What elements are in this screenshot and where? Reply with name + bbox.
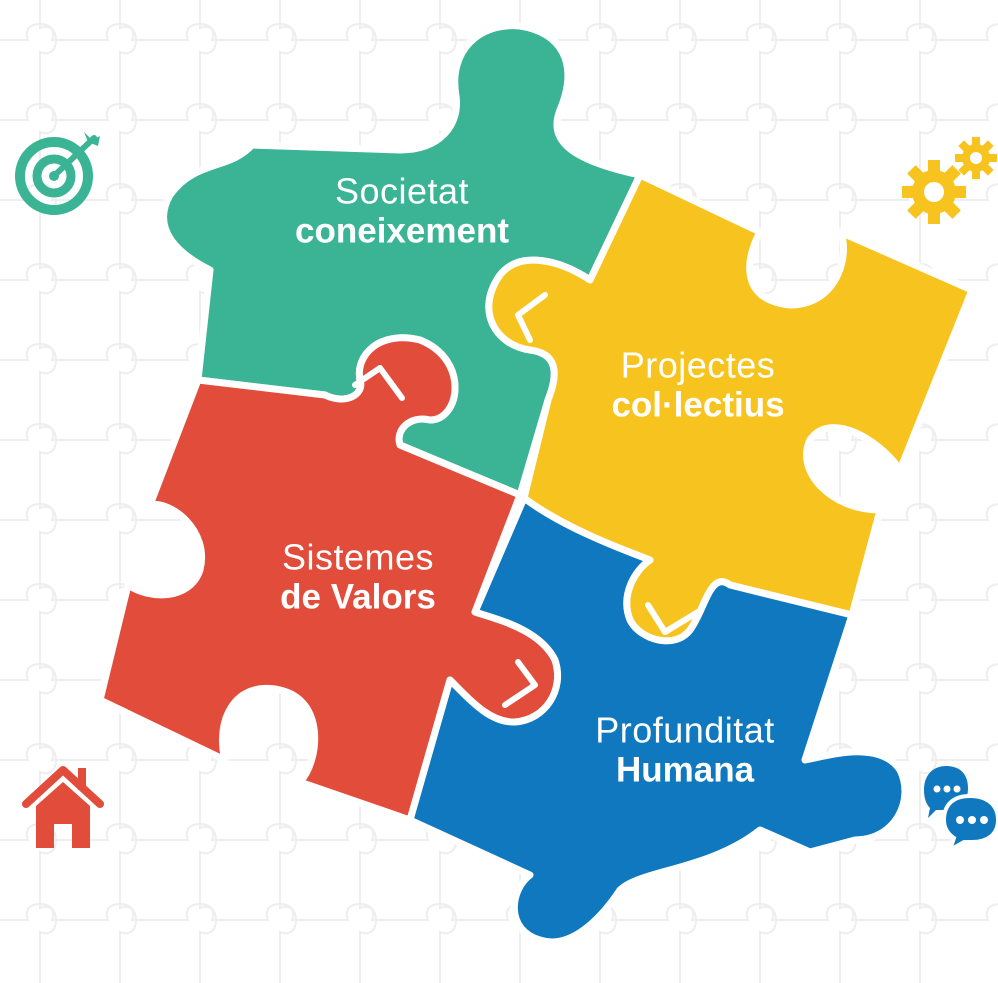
label-blue-line1: Profunditat — [595, 709, 775, 751]
chevron-down-icon — [645, 602, 701, 635]
label-green-line2: coneixement — [295, 211, 509, 251]
gears-icon — [902, 137, 997, 224]
label-red-line2: de Valors — [280, 577, 436, 617]
chevron-right-icon — [502, 659, 538, 708]
chevron-left-icon — [515, 292, 548, 343]
label-yellow-line1: Projectes — [620, 344, 776, 386]
label-red: Sistemes de Valors — [280, 536, 436, 617]
label-blue-line2: Humana — [615, 750, 755, 790]
chevron-up-icon — [352, 365, 405, 401]
chat-bubbles-icon — [924, 766, 998, 852]
label-green-line1: Societat — [334, 170, 470, 212]
target-icon — [15, 132, 100, 215]
label-yellow-line2: col·lectius — [611, 385, 785, 425]
label-red-line1: Sistemes — [281, 536, 435, 578]
label-green: Societat coneixement — [295, 170, 509, 251]
piece-blue — [406, 494, 909, 946]
house-icon — [22, 766, 104, 848]
label-yellow: Projectes col·lectius — [611, 344, 785, 425]
label-blue: Profunditat Humana — [595, 709, 775, 790]
